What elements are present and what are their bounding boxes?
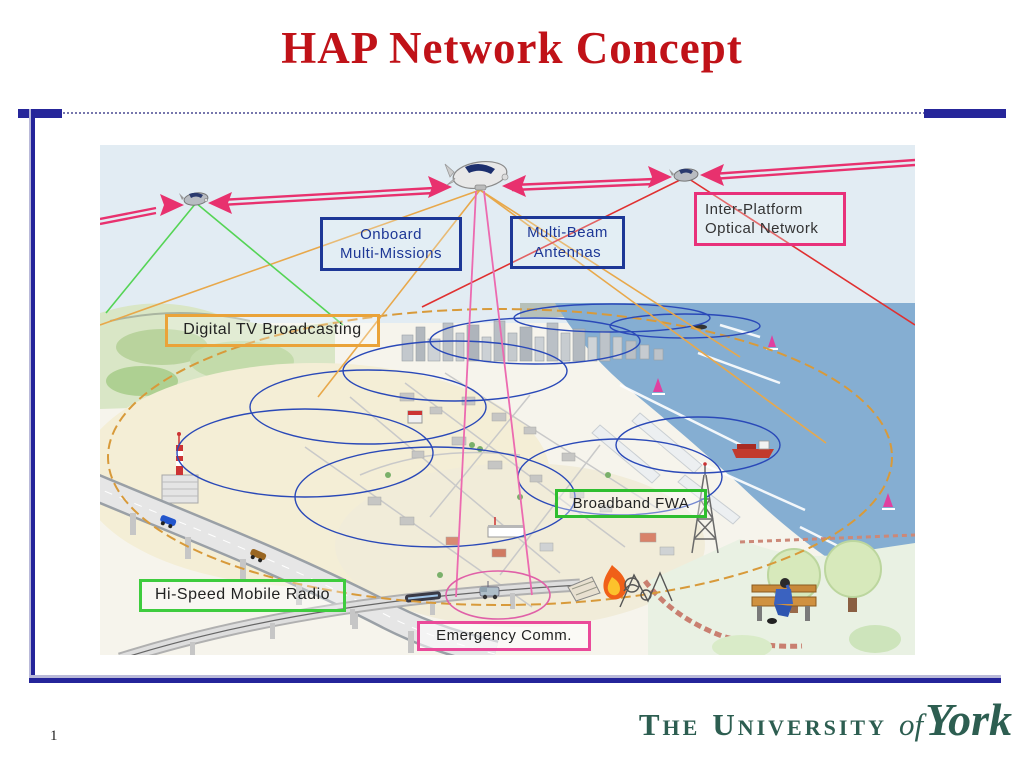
label-line: Antennas bbox=[533, 243, 602, 261]
emergency-beam-cone bbox=[455, 190, 533, 598]
label-line: Hi-Speed Mobile Radio bbox=[154, 586, 331, 604]
label-hi-speed-mobile-radio: Hi-Speed Mobile Radio bbox=[139, 579, 346, 612]
university-of-york-logo: The University of York bbox=[639, 693, 1012, 746]
interplatform-links bbox=[100, 158, 915, 226]
optical-beams bbox=[421, 176, 915, 326]
beacon-building bbox=[161, 432, 199, 504]
train bbox=[404, 591, 442, 603]
person-on-bench bbox=[767, 578, 793, 624]
slide-title: HAP Network Concept bbox=[281, 23, 743, 73]
page-number: 1 bbox=[50, 728, 58, 744]
top-right-accent-bar bbox=[924, 109, 1006, 118]
logo-word-of: of bbox=[898, 707, 924, 742]
signal-hut bbox=[407, 410, 423, 424]
label-onboard-multi-missions: Onboard Multi-Missions bbox=[320, 217, 462, 271]
scene bbox=[100, 145, 915, 655]
emergency-site bbox=[445, 565, 673, 620]
logo-word-university: University bbox=[712, 707, 887, 742]
city-blocks bbox=[367, 392, 675, 558]
label-line: Multi-Missions bbox=[339, 245, 442, 262]
label-line: Inter-Platform bbox=[705, 200, 803, 218]
left-rule bbox=[29, 109, 35, 683]
tree-2 bbox=[824, 540, 882, 612]
label-line: Optical Network bbox=[705, 220, 819, 237]
label-multi-beam-antennas: Multi-Beam Antennas bbox=[510, 216, 625, 269]
label-digital-tv-broadcasting: Digital TV Broadcasting bbox=[165, 314, 380, 347]
fire-icon bbox=[603, 565, 627, 600]
interplatform-link-arrowheads bbox=[160, 164, 724, 216]
bottom-rule bbox=[29, 675, 1001, 683]
park bbox=[643, 533, 915, 655]
label-line: Broadband FWA bbox=[572, 494, 690, 512]
hap-platform-left-icon bbox=[179, 192, 209, 206]
label-emergency-comm: Emergency Comm. bbox=[417, 621, 591, 651]
label-line: Emergency Comm. bbox=[436, 627, 572, 645]
hap-airship-icon bbox=[444, 160, 509, 191]
collapsed-building bbox=[567, 576, 601, 602]
cargo-ship bbox=[732, 440, 774, 458]
hap-network-illustration: Onboard Multi-Missions Multi-Beam Antenn… bbox=[100, 145, 915, 655]
emergency-cell-ellipse bbox=[445, 570, 551, 620]
rubble bbox=[619, 571, 673, 608]
hap-platform-right-icon bbox=[669, 168, 699, 182]
car-blue bbox=[160, 515, 177, 529]
logo-word-the: The bbox=[638, 707, 701, 742]
top-left-accent-bar bbox=[18, 109, 62, 118]
platform-coverage-ellipse bbox=[107, 308, 893, 606]
top-dotted-rule bbox=[30, 112, 993, 114]
label-inter-platform-optical-network: Inter-Platform Optical Network bbox=[694, 192, 846, 246]
label-line: Digital TV Broadcasting bbox=[183, 321, 362, 339]
car-brown bbox=[250, 548, 267, 563]
logo-word-york: York bbox=[925, 694, 1012, 745]
label-line: Onboard bbox=[360, 225, 422, 243]
ocean bbox=[555, 303, 915, 570]
city-skyline bbox=[401, 320, 664, 362]
sailboats bbox=[652, 335, 895, 510]
label-line: Multi-Beam bbox=[527, 224, 608, 241]
emergency-vehicle bbox=[479, 581, 500, 600]
mobile-radio-beams bbox=[105, 202, 344, 326]
label-broadband-fwa: Broadband FWA bbox=[555, 489, 707, 518]
